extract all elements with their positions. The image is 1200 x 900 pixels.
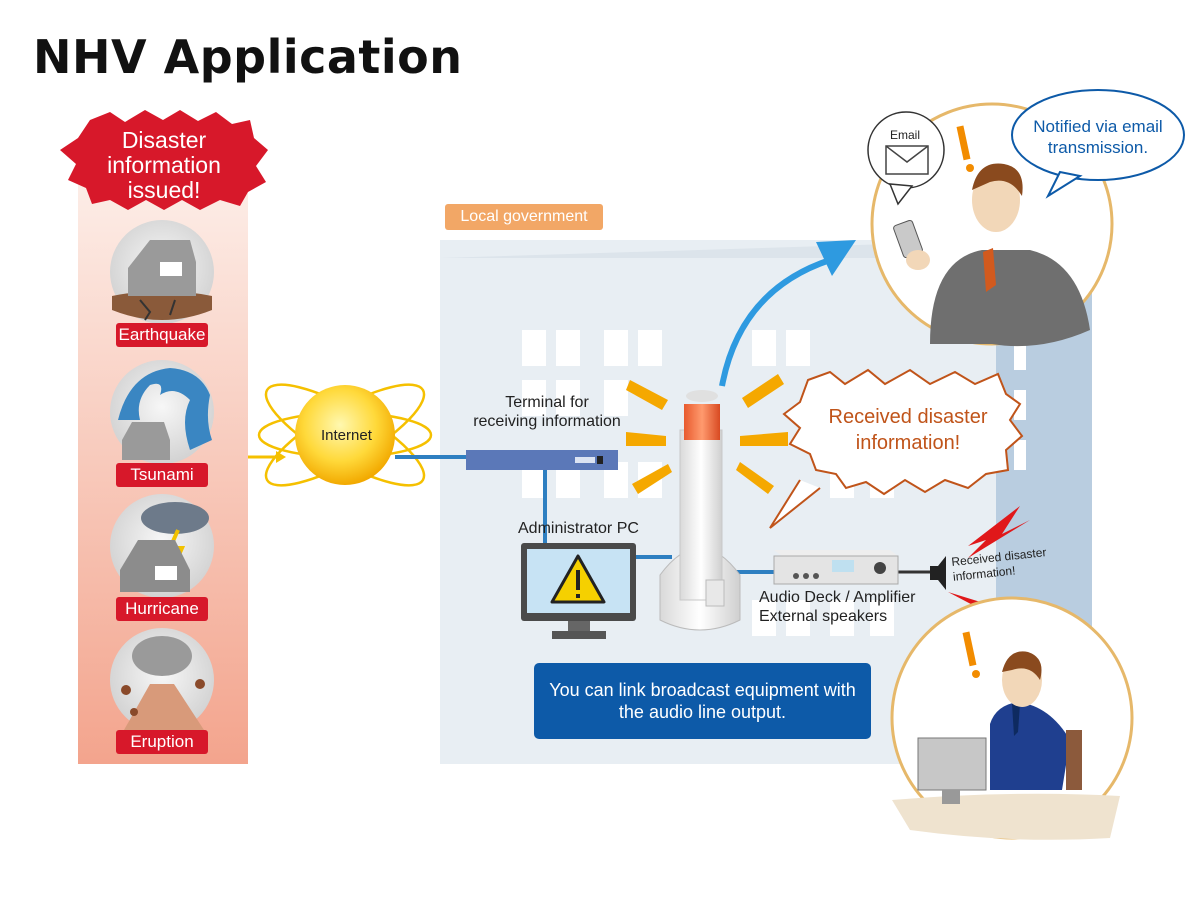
lightning-top bbox=[968, 506, 1030, 558]
admin-pc-label: Administrator PC bbox=[518, 520, 639, 537]
local-government-label: Local government bbox=[445, 204, 603, 230]
tag-tsunami: Tsunami bbox=[116, 463, 208, 487]
banner-line-3: issued! bbox=[127, 177, 201, 203]
banner-line-1: Disaster bbox=[121, 127, 207, 153]
info-box-line-1: You can link broadcast equipment with bbox=[549, 680, 856, 700]
email-arrow bbox=[719, 257, 831, 387]
internet-label: Internet bbox=[321, 427, 372, 444]
tag-earthquake: Earthquake bbox=[116, 323, 208, 347]
speaker-icon bbox=[930, 556, 946, 590]
terminal-label: Terminal for receiving information bbox=[462, 393, 632, 431]
received-burst bbox=[782, 368, 1024, 496]
earthquake-icon bbox=[110, 220, 214, 324]
notified-line-1: Notified via email bbox=[1033, 117, 1163, 136]
audio-amplifier bbox=[773, 550, 899, 585]
admin-pc-monitor bbox=[521, 543, 636, 639]
email-speech-bubble bbox=[1011, 89, 1185, 199]
received-callout-line-1: Received disaster bbox=[828, 406, 988, 428]
internet-globe-icon bbox=[257, 383, 433, 487]
terminal-label-line-2: receiving information bbox=[473, 413, 621, 430]
notified-line-2: transmission. bbox=[1047, 138, 1149, 157]
alert-rays bbox=[626, 374, 788, 494]
audio-link-info-box: You can link broadcast equipment with th… bbox=[534, 663, 871, 739]
terminal-label-line-1: Terminal for bbox=[505, 394, 589, 411]
audio-label-line-1: Audio Deck / Amplifier bbox=[759, 589, 916, 606]
disaster-banner-burst bbox=[60, 110, 268, 210]
network-cables bbox=[395, 455, 774, 574]
tag-eruption: Eruption bbox=[116, 730, 208, 754]
received-callout-text: Received disaster information! bbox=[820, 404, 996, 456]
terminal-device bbox=[466, 450, 618, 470]
audio-label: Audio Deck / Amplifier External speakers bbox=[759, 588, 916, 626]
eruption-icon bbox=[110, 628, 214, 732]
tag-hurricane: Hurricane bbox=[116, 597, 208, 621]
email-label: Email bbox=[890, 128, 921, 142]
signal-tower-light bbox=[659, 390, 741, 631]
disaster-banner: Disaster information issued! bbox=[78, 128, 250, 203]
banner-line-2: information bbox=[107, 152, 221, 178]
hurricane-icon bbox=[110, 494, 214, 598]
page-title: NHV Application bbox=[33, 30, 463, 84]
received-callout-line-2: information! bbox=[855, 432, 961, 454]
tsunami-icon bbox=[110, 360, 214, 464]
office-worker-illustration bbox=[890, 596, 1134, 840]
info-box-line-2: the audio line output. bbox=[618, 702, 787, 722]
audio-label-line-2: External speakers bbox=[759, 608, 888, 625]
notified-text: Notified via email transmission. bbox=[1022, 116, 1174, 158]
